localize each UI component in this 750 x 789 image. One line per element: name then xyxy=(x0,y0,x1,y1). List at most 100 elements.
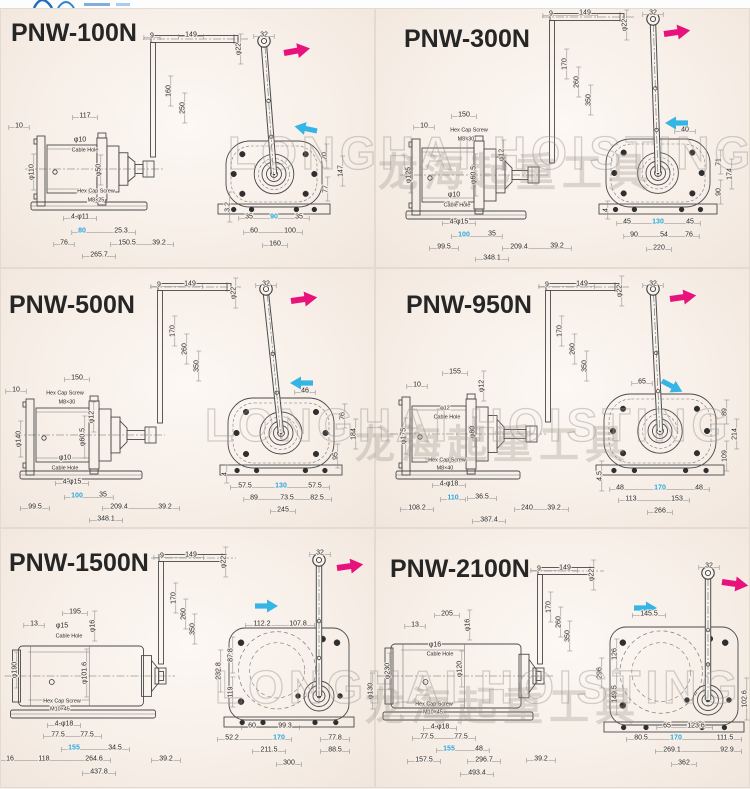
dimension-label: 57.5 xyxy=(238,483,252,490)
dimension-label: 123.6 xyxy=(687,723,705,730)
dimension-label: φ230 xyxy=(385,663,392,679)
dimension-label: 32 xyxy=(649,10,657,17)
dimension-label: 89 xyxy=(250,495,258,502)
dimension-label: φ10 xyxy=(448,192,460,199)
blue-rotation-arrow-icon xyxy=(290,376,313,390)
dimension-label: 160 xyxy=(166,85,173,97)
dimension-label: φ22 xyxy=(617,285,624,297)
dimension-label: 46 xyxy=(301,388,309,395)
dimension-label: 89 xyxy=(722,408,729,416)
dimension-label: 264.6 xyxy=(85,756,103,763)
dimension-label: 4-φ15 xyxy=(63,479,82,486)
dimension-label: 119 xyxy=(228,686,235,697)
dimension-label: 170 xyxy=(562,58,569,70)
dimension-label: 32 xyxy=(262,281,270,288)
dimension-label: M10×45 xyxy=(423,710,443,716)
top-strip xyxy=(0,0,750,8)
dimension-label: φ10 xyxy=(74,137,86,144)
dimension-label: 149 xyxy=(579,10,591,17)
dimension-label: 109 xyxy=(722,450,729,462)
pink-rotation-arrow-icon xyxy=(721,576,749,592)
dimension-label: 10 xyxy=(12,387,20,394)
dimension-label: 150 xyxy=(71,375,83,382)
dimension-label: 160 xyxy=(269,241,281,248)
dimension-label: 296 xyxy=(597,667,604,679)
pink-rotation-arrow-icon xyxy=(663,24,691,40)
dimension-label: 350 xyxy=(565,630,572,642)
dimension-label: φ22 xyxy=(589,569,596,581)
dimension-label: φ15 xyxy=(56,623,68,630)
dimension-label: 82.5 xyxy=(310,495,324,502)
dimension-label: 39.2 xyxy=(534,756,548,763)
dimension-label: 4-φ18 xyxy=(431,724,450,731)
dimension-label: 149 xyxy=(559,565,571,572)
dimension-label: 214 xyxy=(732,428,739,440)
dimension-label: 32 xyxy=(260,32,268,39)
dimension-label: 149 xyxy=(184,281,196,288)
dimension-label: φ22 xyxy=(221,556,228,568)
dimension-label: 387.4 xyxy=(480,517,498,524)
dimension-label: 170 xyxy=(171,592,178,604)
dimension-label: 90 xyxy=(270,214,278,221)
blue-rotation-arrow-icon xyxy=(294,122,318,135)
dimension-label: 100 xyxy=(284,228,296,235)
dimension-label: 260 xyxy=(574,76,581,88)
dimension-label: φ16 xyxy=(90,620,97,632)
dimension-label: 100 xyxy=(71,493,83,500)
dimension-label: 10 xyxy=(420,123,428,130)
dimension-label: M10×45 xyxy=(50,707,70,713)
dimension-label: 99.5 xyxy=(28,504,42,511)
pink-rotation-arrow-icon xyxy=(290,291,318,307)
dimension-label: 113 xyxy=(625,496,636,503)
dimension-label: 39.2 xyxy=(159,756,173,763)
dimension-label: 232.8 xyxy=(216,662,223,680)
dimension-label: 209.4 xyxy=(110,504,128,511)
dimension-label: Hex Cap Screw xyxy=(450,128,488,134)
dimension-label: 170 xyxy=(546,601,553,613)
dimension-label: 102.6 xyxy=(742,690,749,708)
dimension-label: Cable Hole xyxy=(434,415,461,421)
panel-title: PNW-2100N xyxy=(390,555,530,583)
dimension-label: φ22 xyxy=(622,19,629,31)
dimension-label: φ12 xyxy=(89,411,96,423)
dimension-label: φ120 xyxy=(457,661,464,677)
dimension-label: 77.5 xyxy=(80,732,94,739)
dimension-label: Cable Hole xyxy=(427,652,454,658)
dimension-label: M8×30 xyxy=(59,400,76,406)
dimension-label: 9 xyxy=(157,282,161,289)
dimension-label: φ12 xyxy=(440,406,450,412)
dimension-label: φ125 xyxy=(406,167,413,183)
dimension-label: 39.2 xyxy=(547,505,561,512)
dimension-label: 4 xyxy=(222,472,229,476)
dimension-label: 195 xyxy=(69,609,81,616)
dimension-label: 155 xyxy=(443,746,455,753)
dimension-label: φ140 xyxy=(16,431,23,447)
dimension-label: 157.5 xyxy=(415,757,433,764)
dimension-label: 99.5 xyxy=(437,244,451,251)
dimension-label: 350 xyxy=(586,94,593,106)
dimension-label: 107.8 xyxy=(289,621,307,628)
dimension-label: 245 xyxy=(277,507,289,514)
dimension-label: 16 xyxy=(6,756,14,763)
dimension-label: 170 xyxy=(170,325,177,337)
panel-title: PNW-1500N xyxy=(9,549,149,577)
dimension-label: 205 xyxy=(441,611,453,618)
dimension-label: φ22 xyxy=(236,43,243,55)
dimension-label: 100 xyxy=(458,232,470,239)
dimension-label: 10 xyxy=(413,382,421,389)
panel-title: PNW-950N xyxy=(406,291,532,319)
panel-title: PNW-500N xyxy=(9,291,135,319)
dimension-label: φ190 xyxy=(12,662,19,678)
dimension-label: 170 xyxy=(557,325,564,337)
dimension-label: 4 xyxy=(603,208,610,212)
dimension-label: 36.5 xyxy=(475,494,489,501)
dimension-label: 296.7 xyxy=(475,757,493,764)
dimension-label: M8×25 xyxy=(88,198,105,204)
blue-rotation-arrow-icon xyxy=(660,378,683,393)
